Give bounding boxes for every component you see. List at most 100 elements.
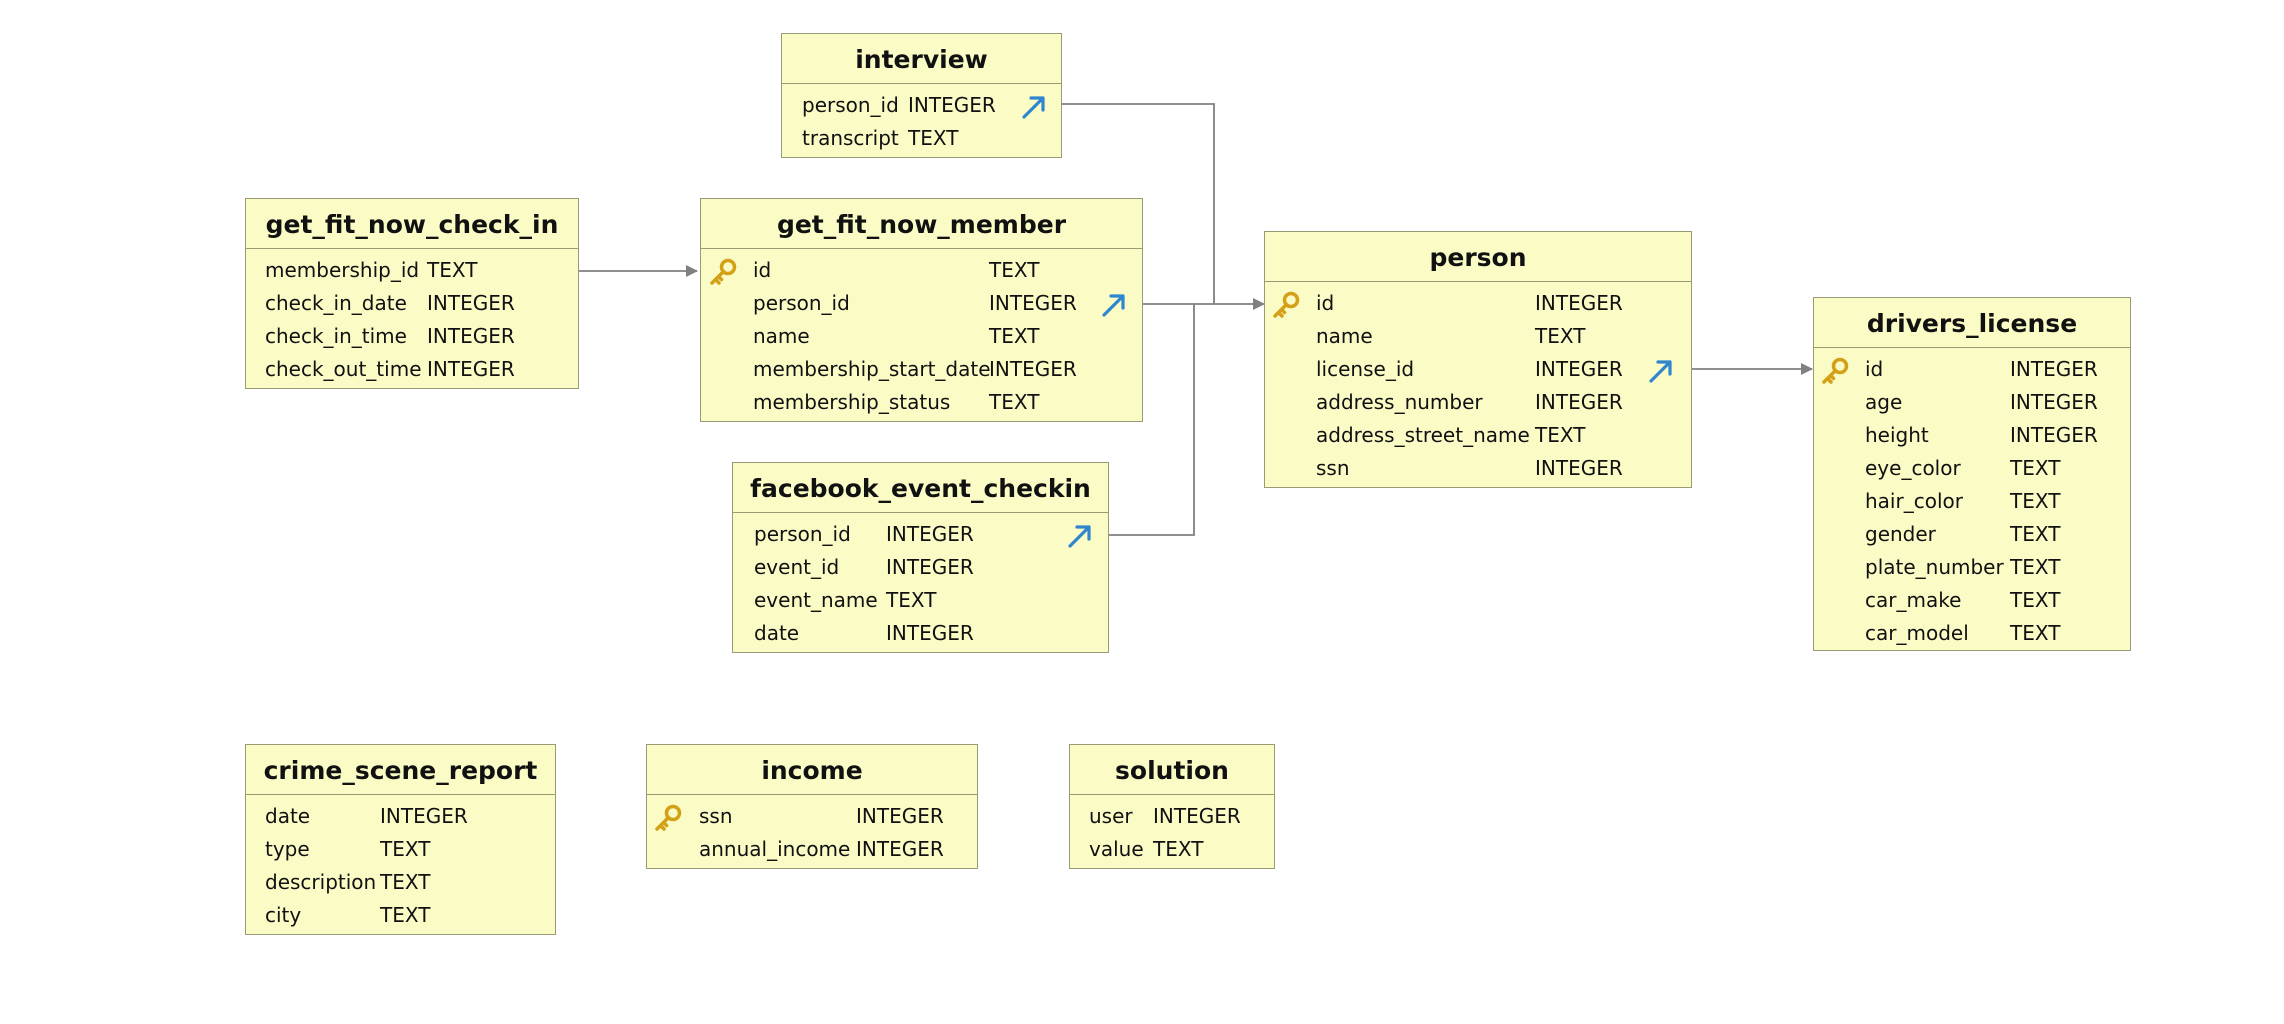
column-row[interactable]: address_number INTEGER xyxy=(1265,386,1691,419)
column-name: annual_income xyxy=(699,837,851,861)
table-drivers-license[interactable]: drivers_license id INTEGER age INTEGER h… xyxy=(1813,297,2131,651)
column-type: INTEGER xyxy=(886,522,974,546)
column-name: id xyxy=(1865,357,1884,381)
column-type: TEXT xyxy=(380,870,431,894)
column-type: TEXT xyxy=(1535,324,1586,348)
column-type: TEXT xyxy=(1535,423,1586,447)
column-row[interactable]: name TEXT xyxy=(1265,320,1691,353)
column-type: TEXT xyxy=(989,390,1040,414)
column-row[interactable]: membership_id TEXT xyxy=(246,254,578,287)
key-icon xyxy=(710,258,737,285)
table-solution[interactable]: solution user INTEGER value TEXT xyxy=(1069,744,1275,869)
column-name: id xyxy=(1316,291,1335,315)
column-name: gender xyxy=(1865,522,1936,546)
column-row[interactable]: plate_number TEXT xyxy=(1814,551,2130,584)
table-title: person xyxy=(1265,232,1691,282)
column-name: person_id xyxy=(753,291,850,315)
table-facebook-event-checkin[interactable]: facebook_event_checkin person_id INTEGER… xyxy=(732,462,1109,653)
column-type: INTEGER xyxy=(886,621,974,645)
column-name: type xyxy=(265,837,310,861)
column-type: INTEGER xyxy=(1535,390,1623,414)
column-type: TEXT xyxy=(427,258,478,282)
column-row[interactable]: description TEXT xyxy=(246,866,555,899)
column-row[interactable]: eye_color TEXT xyxy=(1814,452,2130,485)
column-row[interactable]: check_out_time INTEGER xyxy=(246,353,578,386)
column-type: INTEGER xyxy=(989,291,1077,315)
column-type: TEXT xyxy=(908,126,959,150)
column-name: check_out_time xyxy=(265,357,422,381)
column-type: INTEGER xyxy=(1153,804,1241,828)
column-type: INTEGER xyxy=(2010,423,2098,447)
column-type: INTEGER xyxy=(856,837,944,861)
table-crime-scene-report[interactable]: crime_scene_report date INTEGER type TEX… xyxy=(245,744,556,935)
column-name: car_make xyxy=(1865,588,1962,612)
column-type: TEXT xyxy=(2010,489,2061,513)
column-name: check_in_time xyxy=(265,324,407,348)
table-title: crime_scene_report xyxy=(246,745,555,795)
table-get-fit-now-member[interactable]: get_fit_now_member id TEXT person_id INT… xyxy=(700,198,1143,422)
column-row[interactable]: date INTEGER xyxy=(246,800,555,833)
column-row[interactable]: city TEXT xyxy=(246,899,555,932)
column-name: car_model xyxy=(1865,621,1969,645)
column-row[interactable]: membership_start_date INTEGER xyxy=(701,353,1142,386)
column-type: TEXT xyxy=(2010,522,2061,546)
column-row[interactable]: id TEXT xyxy=(701,254,1142,287)
column-row[interactable]: id INTEGER xyxy=(1814,353,2130,386)
column-row[interactable]: hair_color TEXT xyxy=(1814,485,2130,518)
column-type: TEXT xyxy=(2010,555,2061,579)
column-type: INTEGER xyxy=(908,93,996,117)
column-type: INTEGER xyxy=(989,357,1077,381)
column-row[interactable]: ssn INTEGER xyxy=(647,800,977,833)
column-name: hair_color xyxy=(1865,489,1963,513)
column-row[interactable]: height INTEGER xyxy=(1814,419,2130,452)
column-row[interactable]: type TEXT xyxy=(246,833,555,866)
column-row[interactable]: person_id INTEGER xyxy=(733,518,1108,551)
column-row[interactable]: event_id INTEGER xyxy=(733,551,1108,584)
column-name: check_in_date xyxy=(265,291,407,315)
column-row[interactable]: check_in_date INTEGER xyxy=(246,287,578,320)
table-interview[interactable]: interview person_id INTEGER transcript T… xyxy=(781,33,1062,158)
column-type: INTEGER xyxy=(856,804,944,828)
column-name: membership_start_date xyxy=(753,357,991,381)
column-row[interactable]: car_model TEXT xyxy=(1814,617,2130,650)
column-name: address_number xyxy=(1316,390,1483,414)
column-type: TEXT xyxy=(1153,837,1204,861)
column-row[interactable]: date INTEGER xyxy=(733,617,1108,650)
column-row[interactable]: transcript TEXT xyxy=(782,122,1061,155)
table-get-fit-now-check-in[interactable]: get_fit_now_check_in membership_id TEXT … xyxy=(245,198,579,389)
column-name: person_id xyxy=(754,522,851,546)
column-name: ssn xyxy=(699,804,733,828)
column-name: description xyxy=(265,870,377,894)
column-name: license_id xyxy=(1316,357,1415,381)
foreign-key-icon xyxy=(1022,96,1045,119)
column-row[interactable]: id INTEGER xyxy=(1265,287,1691,320)
column-row[interactable]: age INTEGER xyxy=(1814,386,2130,419)
column-row[interactable]: person_id INTEGER xyxy=(701,287,1142,320)
column-row[interactable]: car_make TEXT xyxy=(1814,584,2130,617)
column-row[interactable]: license_id INTEGER xyxy=(1265,353,1691,386)
column-row[interactable]: ssn INTEGER xyxy=(1265,452,1691,485)
column-type: INTEGER xyxy=(886,555,974,579)
column-type: INTEGER xyxy=(1535,291,1623,315)
column-row[interactable]: value TEXT xyxy=(1070,833,1274,866)
column-row[interactable]: name TEXT xyxy=(701,320,1142,353)
column-row[interactable]: annual_income INTEGER xyxy=(647,833,977,866)
table-person[interactable]: person id INTEGER name TEXT license_id I… xyxy=(1264,231,1692,488)
column-row[interactable]: event_name TEXT xyxy=(733,584,1108,617)
column-row[interactable]: check_in_time INTEGER xyxy=(246,320,578,353)
table-income[interactable]: income ssn INTEGER annual_income INTEGER xyxy=(646,744,978,869)
table-title: solution xyxy=(1070,745,1274,795)
column-row[interactable]: person_id INTEGER xyxy=(782,89,1061,122)
table-title: get_fit_now_member xyxy=(701,199,1142,249)
column-type: TEXT xyxy=(380,837,431,861)
column-row[interactable]: membership_status TEXT xyxy=(701,386,1142,419)
column-row[interactable]: user INTEGER xyxy=(1070,800,1274,833)
column-row[interactable]: gender TEXT xyxy=(1814,518,2130,551)
column-name: transcript xyxy=(802,126,899,150)
column-name: address_street_name xyxy=(1316,423,1530,447)
column-row[interactable]: address_street_name TEXT xyxy=(1265,419,1691,452)
key-icon xyxy=(1273,291,1300,318)
table-title: facebook_event_checkin xyxy=(733,463,1108,513)
column-type: INTEGER xyxy=(1535,456,1623,480)
column-name: name xyxy=(753,324,810,348)
